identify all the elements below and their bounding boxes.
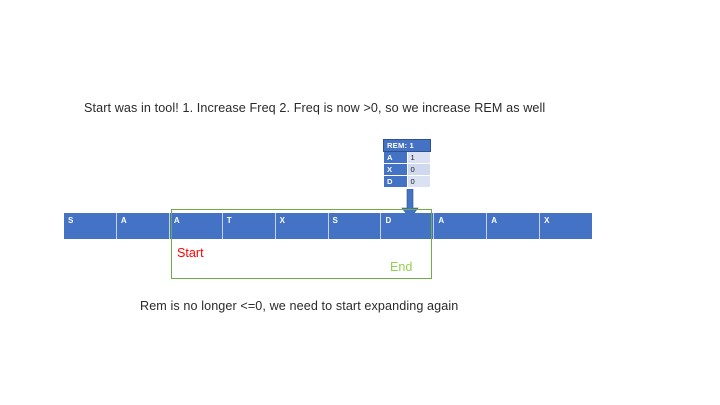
state-value-0: 1 (406, 151, 431, 164)
state-key-0: A (383, 151, 408, 164)
sequence-cell-label: X (279, 216, 286, 225)
state-table-row: X 0 (383, 163, 431, 176)
window-start-label: Start (177, 246, 204, 260)
sequence-cell-0[interactable]: S (64, 213, 117, 239)
sequence-cell-4[interactable]: X (275, 213, 329, 239)
sequence-cell-9[interactable]: X (540, 213, 593, 239)
sequence-bar: S A A T X S D A A X (64, 213, 593, 239)
state-table-row: D 0 (383, 175, 431, 188)
state-table-row: A 1 (383, 151, 431, 164)
sequence-cell-label: A (173, 216, 180, 225)
window-end-label: End (390, 260, 413, 274)
sequence-cell-2[interactable]: A (169, 213, 223, 239)
sequence-cell-label: S (332, 216, 339, 225)
sequence-cell-1[interactable]: A (116, 213, 170, 239)
state-key-1: X (383, 163, 408, 176)
state-table: REM: 1 A 1 X 0 D 0 (383, 139, 431, 188)
top-narration-text: Start was in tool! 1. Increase Freq 2. F… (84, 101, 546, 115)
state-value-1: 0 (406, 163, 431, 176)
sequence-cell-label: A (120, 216, 127, 225)
sequence-cell-label: X (544, 216, 550, 225)
sequence-cell-label: S (68, 216, 74, 225)
sequence-cell-label: T (226, 216, 232, 225)
sequence-cell-label: D (385, 216, 392, 225)
rem-counter-label: REM: 1 (383, 139, 431, 152)
state-key-2: D (383, 175, 408, 188)
state-table-header-row: REM: 1 (383, 139, 431, 152)
sequence-cell-3[interactable]: T (222, 213, 276, 239)
state-table-body: REM: 1 A 1 X 0 D 0 (383, 139, 431, 188)
sequence-cell-label: A (438, 216, 445, 225)
sequence-cell-5[interactable]: S (328, 213, 382, 239)
sequence-cell-8[interactable]: A (487, 213, 541, 239)
state-value-2: 0 (406, 175, 431, 188)
bottom-narration-text: Rem is no longer <=0, we need to start e… (140, 299, 459, 313)
sequence-cell-6[interactable]: D (381, 213, 435, 239)
sequence-cell-label: A (491, 216, 498, 225)
sequence-cell-7[interactable]: A (434, 213, 488, 239)
